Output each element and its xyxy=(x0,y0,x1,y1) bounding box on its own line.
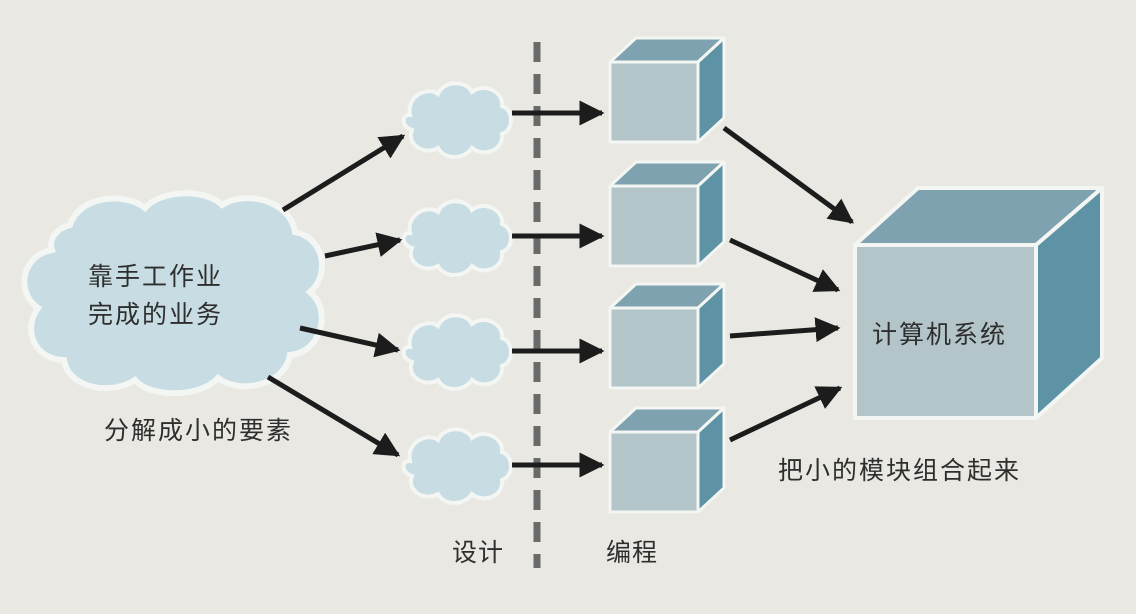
small-cube-1 xyxy=(608,36,726,144)
system-cube xyxy=(853,186,1104,420)
small-cube-2 xyxy=(608,160,726,268)
decompose-label: 分解成小的要素 xyxy=(104,416,294,445)
small-cube-4 xyxy=(608,406,726,514)
arrow-cube-to-system-1 xyxy=(722,125,855,225)
small-cubes xyxy=(608,36,726,514)
small-cloud-1 xyxy=(401,81,513,159)
small-cloud-3 xyxy=(401,313,513,391)
source-cloud xyxy=(21,190,325,397)
arrow-cube-to-system-3 xyxy=(729,317,841,343)
arrow-source-to-cloud-1 xyxy=(281,133,406,213)
source-label-line1: 靠手工作业 xyxy=(88,262,224,291)
arrows xyxy=(266,100,855,478)
programming-label: 编程 xyxy=(606,538,659,567)
arrow-source-to-cloud-4 xyxy=(266,374,401,458)
arrow-cube-to-system-4 xyxy=(728,385,843,443)
small-cube-3 xyxy=(608,282,726,390)
small-clouds xyxy=(401,81,513,505)
system-label: 计算机系统 xyxy=(872,320,1008,349)
arrow-source-to-cloud-3 xyxy=(299,325,401,358)
arrow-cube-to-system-2 xyxy=(728,237,841,293)
arrow-source-to-cloud-2 xyxy=(324,232,403,259)
small-cloud-4 xyxy=(401,427,513,505)
combine-label: 把小的模块组合起来 xyxy=(778,456,1022,485)
small-cloud-2 xyxy=(401,199,513,277)
design-label: 设计 xyxy=(452,538,505,567)
source-label-line2: 完成的业务 xyxy=(88,300,224,329)
